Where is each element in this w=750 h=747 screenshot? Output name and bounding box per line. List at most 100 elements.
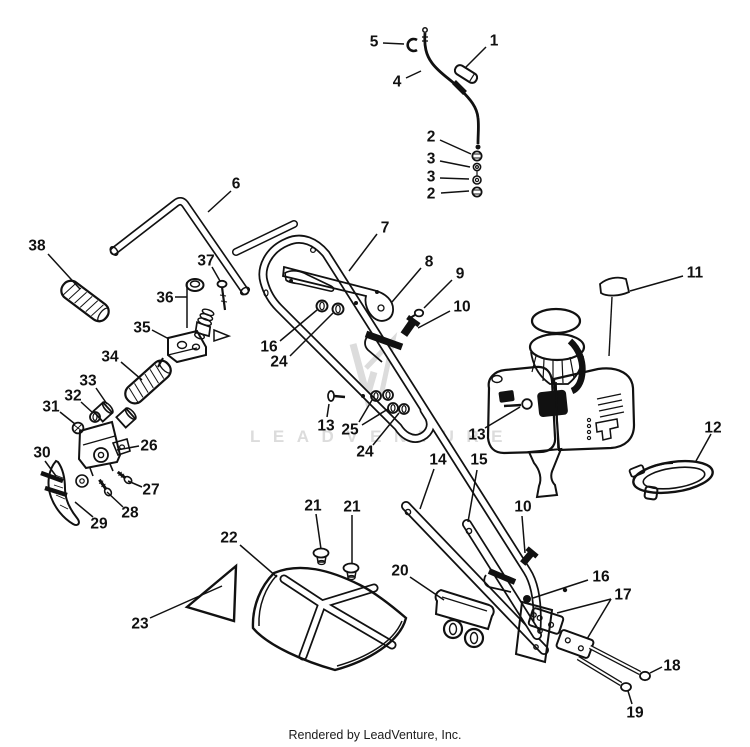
callout-33[interactable]: 33 [79, 373, 97, 390]
callout-22[interactable]: 22 [220, 530, 237, 547]
callout-2[interactable]: 2 [427, 186, 436, 203]
callout-23[interactable]: 23 [131, 616, 149, 633]
leader-line-28 [106, 491, 124, 508]
leader-line-5 [382, 42, 405, 45]
leader-line-24 [289, 312, 334, 357]
leader-line-4 [405, 70, 422, 79]
leader-line-16 [532, 579, 589, 599]
callout-24[interactable]: 24 [356, 444, 374, 461]
callout-21[interactable]: 21 [304, 498, 322, 515]
leader-line-26 [116, 445, 140, 451]
callout-30[interactable]: 30 [33, 445, 50, 462]
leader-line-7 [348, 233, 378, 272]
leader-line-34 [120, 361, 143, 381]
part-23-deflector-triangle-drawing [184, 563, 238, 623]
callout-2[interactable]: 2 [427, 129, 436, 146]
part-7-lower-handle-frame-drawing [258, 234, 568, 633]
leader-line-18 [649, 666, 663, 674]
leader-line-13 [326, 403, 330, 418]
part-35-bracket-drawing [157, 329, 207, 368]
callout-19[interactable]: 19 [626, 705, 644, 722]
callout-25[interactable]: 25 [341, 422, 359, 439]
leader-line-37 [211, 266, 221, 282]
leader-line-38 [47, 253, 81, 290]
callout-9[interactable]: 9 [456, 266, 465, 283]
part-38-handle-grip-drawing [60, 279, 110, 323]
callout-16[interactable]: 16 [592, 569, 610, 586]
callout-3[interactable]: 3 [427, 151, 436, 168]
callout-4[interactable]: 4 [393, 74, 402, 91]
leader-line-2 [439, 139, 472, 155]
callout-34[interactable]: 34 [101, 349, 119, 366]
part-4-throttle-cable-drawing [422, 27, 481, 150]
leader-line-17 [556, 598, 612, 614]
callout-24[interactable]: 24 [270, 354, 288, 371]
part-12-wire-loop-drawing [628, 459, 714, 501]
callout-27[interactable]: 27 [142, 482, 159, 499]
callout-37[interactable]: 37 [197, 253, 214, 270]
part-16-24-nuts-upper-drawing [315, 299, 345, 316]
part-27-bolt-drawing [116, 470, 133, 485]
footer-credit: Rendered by LeadVenture, Inc. [288, 728, 462, 742]
leader-line-1 [464, 46, 487, 69]
callout-31[interactable]: 31 [42, 399, 60, 416]
leader-line-31 [59, 411, 76, 425]
leader-line-12 [695, 433, 712, 462]
leader-line-19 [627, 690, 633, 705]
part-5-cable-clip-drawing [406, 37, 418, 53]
leader-line-20 [409, 576, 445, 601]
part-37-screw-drawing [216, 279, 228, 311]
part-32-nut-drawing [89, 411, 101, 423]
callout-29[interactable]: 29 [90, 516, 108, 533]
callout-11[interactable]: 11 [687, 265, 704, 282]
callout-28[interactable]: 28 [121, 505, 139, 522]
part-26-lever-housing-drawing [77, 420, 131, 477]
leader-line-14 [419, 468, 435, 510]
callout-16[interactable]: 16 [260, 339, 278, 356]
part-13-screw-right-drawing [503, 398, 533, 410]
callout-10[interactable]: 10 [453, 299, 470, 316]
callout-8[interactable]: 8 [425, 254, 434, 271]
part-9-bolt-drawing [409, 308, 425, 319]
part-7-frame-foot-drawing [514, 600, 554, 664]
leader-line-10 [417, 310, 451, 329]
callout-10[interactable]: 10 [514, 499, 531, 516]
callout-17[interactable]: 17 [614, 587, 631, 604]
part-25-24-nuts-lower-drawing [370, 389, 410, 415]
callout-13[interactable]: 13 [468, 427, 486, 444]
callout-36[interactable]: 36 [156, 290, 174, 307]
callout-12[interactable]: 12 [704, 420, 721, 437]
leader-line-3 [439, 160, 471, 168]
part-34-grip-drawing [124, 359, 172, 405]
part-28-bolt-drawing [98, 478, 113, 497]
callout-26[interactable]: 26 [140, 438, 158, 455]
leader-line-13 [484, 406, 521, 429]
callout-7[interactable]: 7 [381, 220, 390, 237]
callout-38[interactable]: 38 [28, 238, 46, 255]
callout-35[interactable]: 35 [133, 320, 151, 337]
callout-20[interactable]: 20 [391, 563, 408, 580]
leader-line-16 [279, 309, 318, 342]
leader-line-30 [44, 460, 57, 477]
part-33-bushings-drawing [92, 401, 137, 429]
part-18-rod-drawing [588, 644, 651, 682]
callout-15[interactable]: 15 [470, 452, 488, 469]
callout-32[interactable]: 32 [64, 388, 81, 405]
part-13-screw-left-drawing [327, 390, 346, 402]
leader-line-17 [586, 598, 612, 640]
callout-13[interactable]: 13 [317, 418, 335, 435]
callout-6[interactable]: 6 [232, 176, 241, 193]
leader-line-23 [149, 585, 223, 619]
callout-14[interactable]: 14 [429, 452, 447, 469]
callout-3[interactable]: 3 [427, 169, 436, 186]
leader-line-32 [80, 401, 94, 414]
callout-1[interactable]: 1 [490, 33, 499, 50]
callout-21[interactable]: 21 [343, 499, 361, 516]
callout-5[interactable]: 5 [370, 34, 379, 51]
callout-18[interactable]: 18 [663, 658, 681, 675]
part-1-throttle-grip-drawing [453, 64, 479, 84]
leader-line-11 [629, 275, 684, 292]
leader-line-27 [127, 480, 143, 488]
